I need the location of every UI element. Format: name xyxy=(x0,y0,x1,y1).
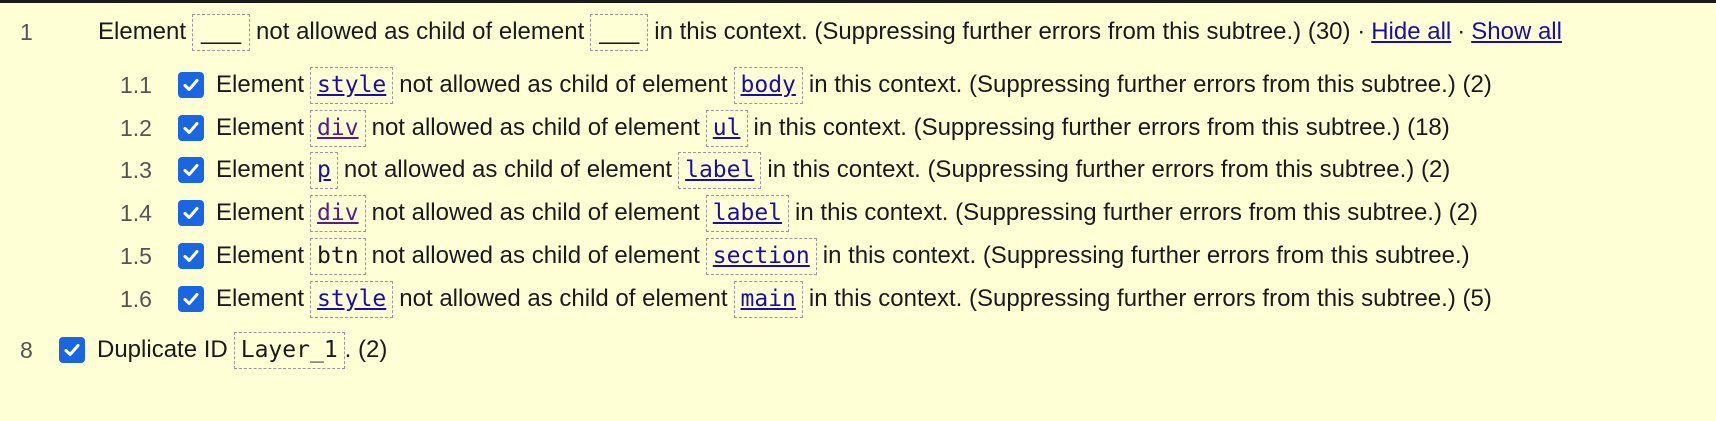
child-element-code[interactable]: style xyxy=(310,280,394,318)
error-checkbox[interactable] xyxy=(178,243,204,269)
error-prefix: Element xyxy=(216,242,305,269)
check-icon xyxy=(183,122,199,134)
error-middle: not allowed as child of element xyxy=(399,71,728,98)
error-number: 1.1 xyxy=(120,71,152,98)
group-number: 1 xyxy=(20,18,33,45)
error-middle: not allowed as child of element xyxy=(371,114,700,141)
error-prefix: Element xyxy=(216,114,305,141)
duplicate-message: Duplicate ID Layer_1 . (2) xyxy=(59,331,388,369)
error-suffix: in this context. (Suppressing further er… xyxy=(767,156,1451,183)
duplicate-suffix: . (2) xyxy=(344,336,388,363)
check-icon xyxy=(64,344,80,356)
error-checkbox[interactable] xyxy=(178,286,204,312)
error-middle: not allowed as child of element xyxy=(371,242,700,269)
group-placeholder-parent: ___ xyxy=(590,13,649,51)
error-number: 1.5 xyxy=(120,242,152,269)
parent-element-code[interactable]: main xyxy=(733,280,803,318)
error-suffix: in this context. (Suppressing further er… xyxy=(822,242,1470,269)
group-placeholder-child: ___ xyxy=(192,13,251,51)
error-suffix: in this context. (Suppressing further er… xyxy=(753,114,1450,141)
error-middle: not allowed as child of element xyxy=(371,199,700,226)
parent-element-code[interactable]: label xyxy=(678,151,762,189)
error-checkbox[interactable] xyxy=(178,200,204,226)
error-number: 1.3 xyxy=(120,156,152,183)
child-element-code[interactable]: div xyxy=(310,194,366,232)
parent-element-code[interactable]: ul xyxy=(705,109,748,147)
check-icon xyxy=(183,250,199,262)
error-checkbox[interactable] xyxy=(178,115,204,141)
error-message: Element style not allowed as child of el… xyxy=(178,280,1492,318)
parent-element-code[interactable]: label xyxy=(705,194,790,232)
error-number: 1.6 xyxy=(120,285,152,312)
error-middle: not allowed as child of element xyxy=(343,156,673,183)
error-checkbox[interactable] xyxy=(178,157,204,183)
link-separator: · xyxy=(1457,18,1466,45)
error-number: 1.4 xyxy=(120,199,152,226)
parent-element-code[interactable]: section xyxy=(705,237,817,275)
check-icon xyxy=(183,164,199,176)
error-prefix: Element xyxy=(216,71,305,98)
error-middle: not allowed as child of element xyxy=(399,285,728,312)
duplicate-prefix: Duplicate ID xyxy=(97,336,228,363)
error-prefix: Element xyxy=(216,199,305,226)
parent-element-code[interactable]: body xyxy=(733,66,803,104)
check-icon xyxy=(183,207,199,219)
duplicate-id-code: Layer_1 xyxy=(233,331,345,369)
error-message: Element div not allowed as child of elem… xyxy=(178,109,1450,147)
check-icon xyxy=(183,293,199,305)
error-message: Element div not allowed as child of elem… xyxy=(178,194,1478,232)
child-element-code: btn xyxy=(310,237,366,275)
error-suffix: in this context. (Suppressing further er… xyxy=(795,199,1478,226)
group-middle: not allowed as child of element xyxy=(256,18,585,45)
duplicate-checkbox[interactable] xyxy=(59,337,85,363)
top-border xyxy=(0,0,1716,3)
error-prefix: Element xyxy=(216,156,305,183)
group-prefix: Element xyxy=(98,18,187,45)
hide-all-link[interactable]: Hide all xyxy=(1371,18,1452,45)
child-element-code[interactable]: style xyxy=(310,66,394,104)
group-message: Element ___ not allowed as child of elem… xyxy=(98,13,1562,51)
child-element-code[interactable]: p xyxy=(310,151,338,189)
error-message: Element p not allowed as child of elemen… xyxy=(178,151,1451,189)
group-suffix: in this context. (Suppressing further er… xyxy=(654,18,1366,45)
error-number: 1.2 xyxy=(120,114,152,141)
error-message: Element style not allowed as child of el… xyxy=(178,66,1492,104)
child-element-code[interactable]: div xyxy=(310,109,366,147)
error-prefix: Element xyxy=(216,285,305,312)
error-message: Element btn not allowed as child of elem… xyxy=(178,237,1470,275)
error-suffix: in this context. (Suppressing further er… xyxy=(808,285,1492,312)
duplicate-number: 8 xyxy=(20,336,33,363)
error-suffix: in this context. (Suppressing further er… xyxy=(808,71,1492,98)
check-icon xyxy=(183,79,199,91)
error-checkbox[interactable] xyxy=(178,72,204,98)
show-all-link[interactable]: Show all xyxy=(1471,18,1562,45)
